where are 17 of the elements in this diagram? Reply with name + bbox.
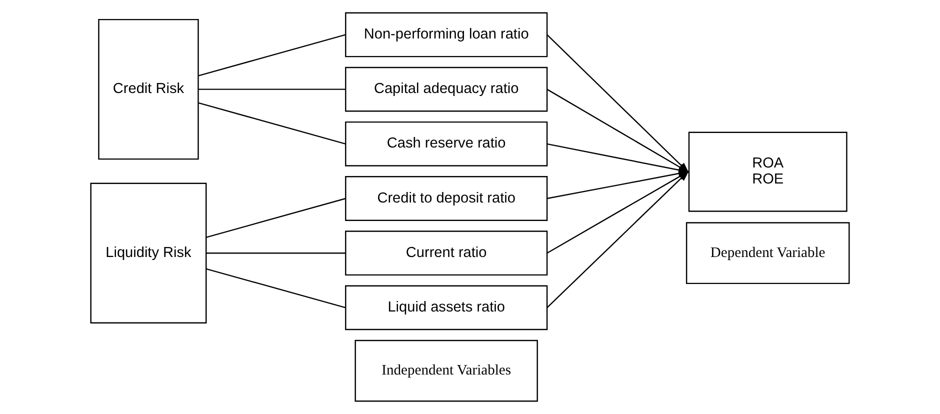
node-box: Dependent Variable xyxy=(686,222,850,284)
connector xyxy=(198,88,346,90)
node-box: Cash reserve ratio xyxy=(345,121,548,166)
node-box: Current ratio xyxy=(345,230,548,276)
connector xyxy=(206,198,346,238)
connector xyxy=(198,34,346,76)
node-box: Liquidity Risk xyxy=(90,182,207,324)
node-box: Capital adequacy ratio xyxy=(345,66,548,112)
connector xyxy=(206,268,346,308)
node-box: Credit Risk xyxy=(98,18,199,160)
node-box: Independent Variables xyxy=(354,340,538,402)
connector xyxy=(198,102,346,144)
node-box: ROA ROE xyxy=(688,132,848,212)
connector xyxy=(206,252,346,254)
node-box: Liquid assets ratio xyxy=(345,285,548,330)
node-box: Credit to deposit ratio xyxy=(345,176,548,221)
node-box: Non-performing loan ratio xyxy=(345,12,548,58)
